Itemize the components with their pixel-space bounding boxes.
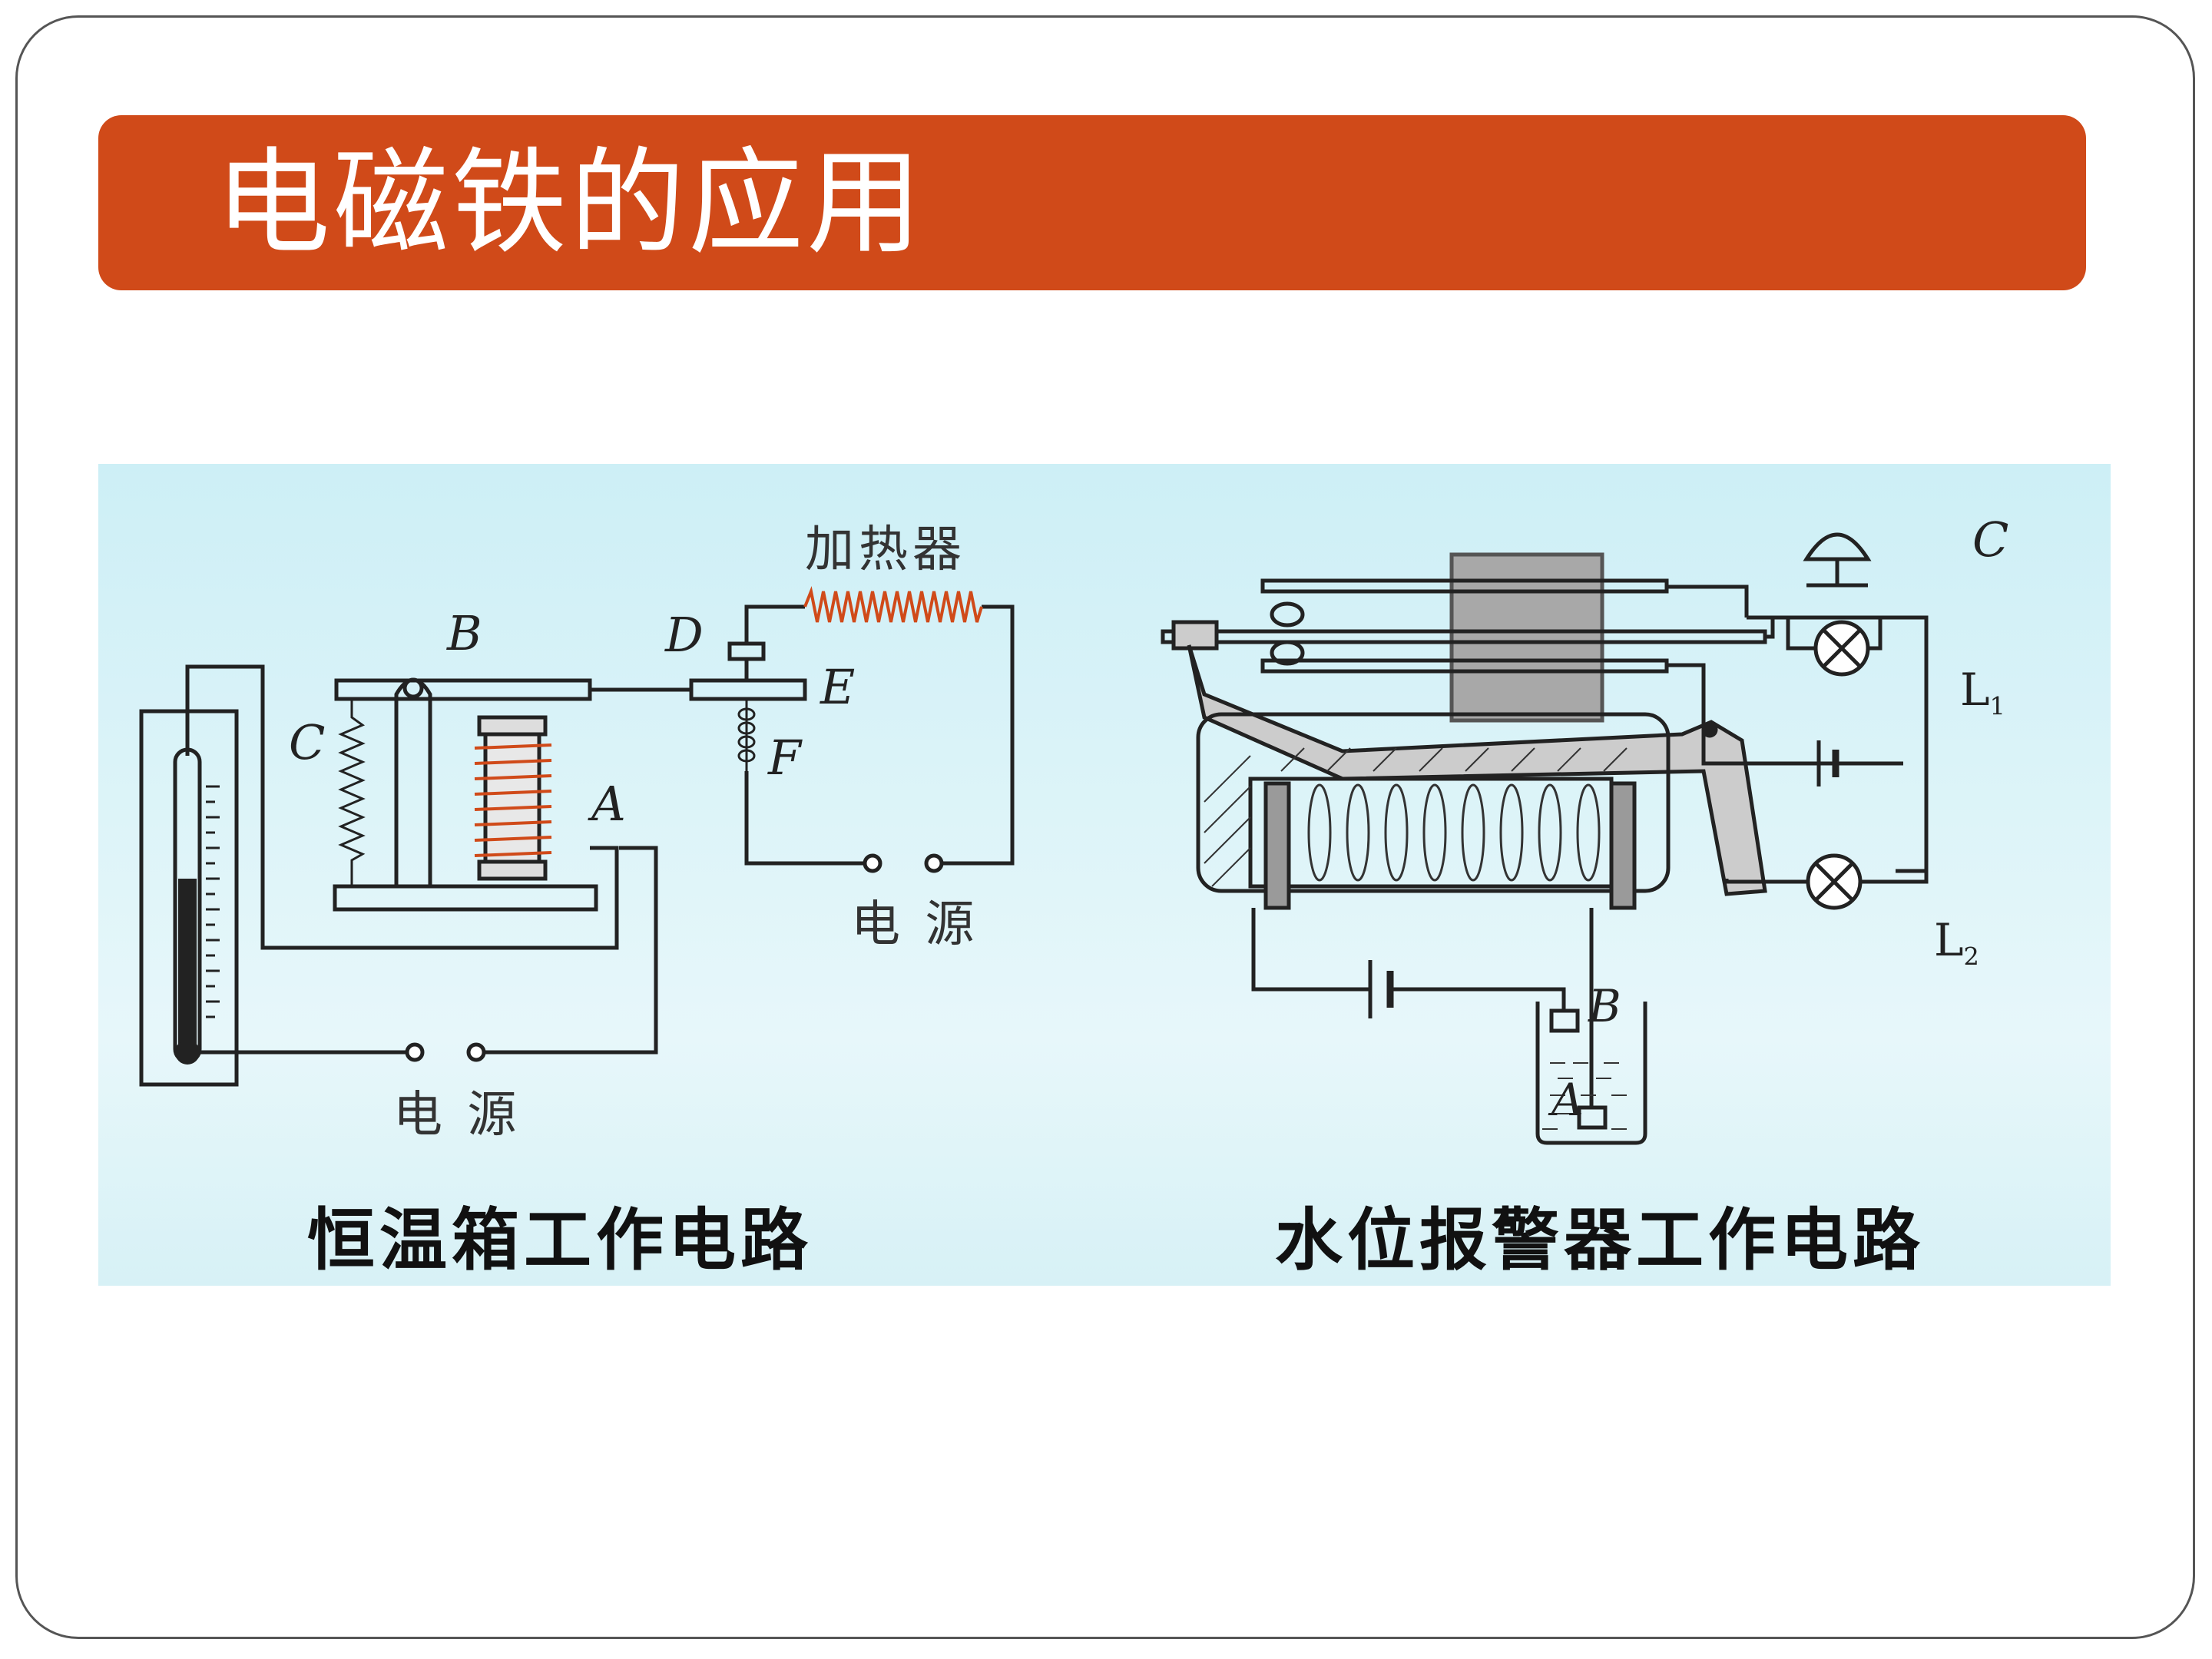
wire-thermometer-top [185,664,619,950]
wire-lower-left [1251,908,1370,992]
lamp-l1-x2 [1822,628,1862,668]
wire-heater-left [744,604,805,644]
water-surface [1542,1062,1627,1130]
label-b-left: B [447,605,482,661]
wire-to-electrode-b [1390,987,1566,1011]
contact-upper [1270,601,1305,628]
core-bottom-cap [477,859,548,881]
mercury-column [178,879,197,1058]
water-container [1535,1002,1647,1145]
electromagnet-coil [474,743,552,857]
contact-lower [1270,640,1305,666]
heater-resistor [803,586,983,623]
mercury-bulb [175,1040,200,1065]
wire-heater-right [942,604,1015,866]
wire-lamp2-right [1857,763,1929,884]
spring-c [338,699,366,886]
pivot-post [394,677,432,886]
label-c-left: C [289,714,326,770]
alarm-coil-loops [1307,783,1601,882]
frame-hatch [1204,747,1628,887]
label-a-right: A [1551,1074,1584,1126]
label-l2: L2 [1934,914,1979,972]
rail-clamp [1171,620,1219,651]
figure-panel: B C A D E F 加热器 电 源 电 源 C L1 L2 B A [98,464,2111,1286]
terminal-4 [924,853,944,873]
label-f: F [768,730,802,786]
label-power-upper: 电 源 [851,896,979,953]
label-c-right: C [1972,512,2009,568]
armature-lever [334,678,592,701]
caption-thermostat: 恒温箱工作电路 [307,1200,813,1280]
electrode-b [1549,1008,1580,1033]
contact-d [727,641,766,661]
slide-title: 电磁铁的应用 [215,137,926,270]
title-bar [98,115,2086,290]
label-power-lower: 电 源 [393,1087,522,1144]
wire-upper-power-left [744,771,865,866]
electrode-a [1577,1105,1608,1130]
coil-plate-right [1609,781,1637,910]
label-a-left: A [591,776,626,832]
wire-bottom-right [484,846,658,1055]
label-d: D [665,607,704,663]
contact-plate-e [689,678,807,701]
circuit-diagrams [139,532,1929,1145]
slide-frame [15,15,2195,1639]
coil-plate-left [1263,781,1291,910]
label-b-right: B [1588,980,1621,1032]
terminal-2 [466,1042,486,1062]
thermometer-scale [206,785,220,1018]
armature-arm [1187,644,1767,896]
label-heater: 加热器 [805,522,966,578]
magnet-frame [1196,712,1671,893]
core-top-cap [477,715,548,737]
bell-dome [1803,532,1872,561]
lamp-l2-x2 [1814,862,1854,902]
label-l1: L1 [1960,664,2005,721]
terminal-1 [405,1042,425,1062]
caption-water-alarm: 水位报警器工作电路 [1275,1200,1926,1280]
wire-battery-branch [1667,663,1903,766]
spring-f [737,707,756,763]
terminal-3 [863,853,882,873]
label-e: E [820,659,856,715]
wire-bell-top [1667,584,1749,618]
relay-base [333,884,598,912]
